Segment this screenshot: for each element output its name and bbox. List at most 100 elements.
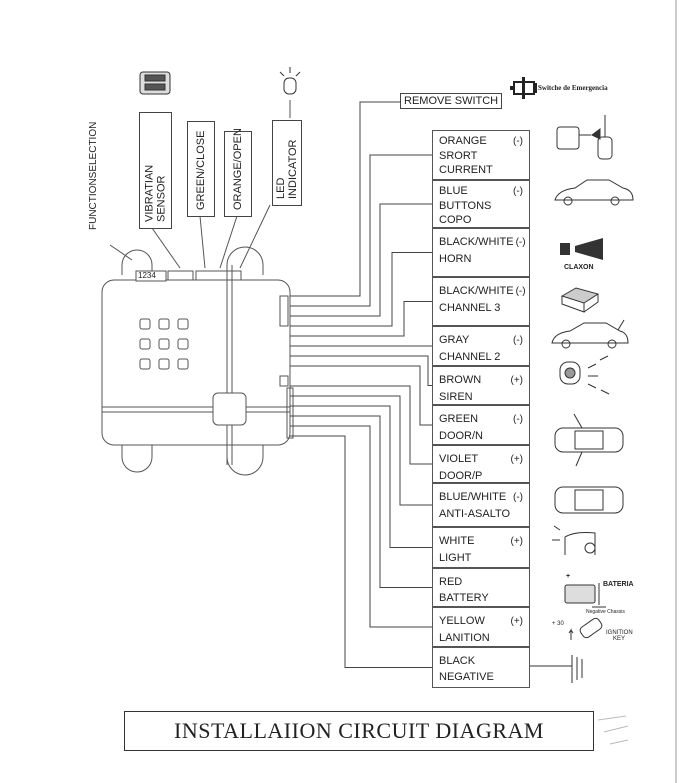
- scribble-marks: [597, 715, 629, 745]
- dip-switch-numbers: 1234: [138, 271, 156, 280]
- bateria-label: BATERIA: [603, 581, 634, 588]
- horn-icon: [560, 238, 603, 260]
- wire-function: NEGATIVE: [439, 671, 494, 683]
- ignition-coil-relay-icon: [556, 115, 613, 160]
- wire-label-first-row: BLUE (-): [439, 184, 527, 199]
- wire-label-box: RED BATTERY: [432, 568, 530, 607]
- wire-label-first-row: BLACK: [439, 653, 527, 669]
- wire-label-first-row: VIOLET(+): [439, 451, 527, 468]
- wire-label-first-row: BLUE/WHITE(-): [439, 489, 527, 506]
- wire-polarity: (+): [510, 454, 524, 465]
- wire-label-box: YELLOW(+)LANITION: [432, 607, 530, 647]
- vibration-sensor-label: VIBRATIAN SENSOR: [139, 112, 172, 229]
- indicator-square: [158, 318, 170, 330]
- wire-function: DOOR/P: [439, 470, 483, 482]
- wire-label-box: BLUE (-) BUTTONS COPO: [432, 180, 530, 228]
- ignition-key-label: IGNITION KEY: [606, 630, 633, 642]
- mount-tab-tl: [121, 249, 153, 275]
- wire-polarity: (-): [513, 492, 523, 503]
- module-center-block: [212, 392, 247, 426]
- diagram-title: INSTALLAIION CIRCUIT DIAGRAM: [124, 711, 594, 751]
- wire-color: BLACK: [439, 655, 476, 667]
- indicator-square: [177, 318, 189, 330]
- indicator-square: [139, 338, 151, 350]
- wire-function: ANTI-ASALTO: [439, 508, 511, 520]
- wire-label-box: BLUE/WHITE(-) ANTI-ASALTO: [432, 483, 530, 527]
- ground-symbol-icon: [530, 655, 583, 683]
- wire-color: BLUE: [439, 185, 468, 197]
- wire-polarity: (-): [513, 414, 523, 425]
- battery-plus-label: +: [566, 573, 571, 580]
- wire-polarity: (-): [515, 237, 526, 248]
- wire-line: [290, 301, 432, 337]
- wire-color: BROWN: [439, 374, 482, 386]
- remove-switch-label: REMOVE SWITCH: [400, 93, 503, 109]
- wire-function-2: COPO: [439, 214, 472, 226]
- wire-label-box: BLACK NEGATIVE: [432, 647, 530, 688]
- wire-function: CHANNEL 2: [439, 351, 501, 363]
- wire-function: BATTERY: [439, 592, 489, 604]
- car-top-icon: [554, 486, 624, 514]
- wire-label-first-row: RED: [439, 574, 527, 590]
- wire-label-box: GRAY(-) CHANNEL 2: [432, 326, 530, 366]
- ignition-key-icon: [568, 617, 603, 640]
- wire-label-box: GREEN(-)DOOR/N: [432, 405, 530, 445]
- car-trunk-icon: [551, 319, 629, 349]
- wire-label-box: BLACK/WHITE(-)CHANNEL 3: [432, 277, 530, 326]
- wire-color: BLACK/WHITE: [439, 236, 514, 248]
- wire-label-box: VIOLET(+) DOOR/P: [432, 445, 530, 483]
- led-bulb-icon: [279, 67, 301, 95]
- wire-line: [290, 385, 432, 465]
- indicator-square: [177, 358, 189, 370]
- wire-polarity: (+): [510, 536, 524, 547]
- wire-label-first-row: BLACK/WHITE(-): [439, 283, 527, 300]
- wire-line: [290, 252, 432, 327]
- claxon-label: CLAXON: [564, 264, 594, 271]
- wire-color: GRAY: [439, 334, 470, 346]
- wire-label-first-row: ORANGE(-): [439, 134, 527, 149]
- car-side-icon: [554, 179, 634, 206]
- wire-function: LANITION: [439, 632, 490, 644]
- wire-color: YELLOW: [439, 615, 485, 627]
- wire-color: BLACK/WHITE: [439, 285, 514, 297]
- emergency-switch-label: Switche de Emergencia: [538, 84, 608, 92]
- wire-function-2: CURRENT: [439, 164, 493, 176]
- top-leader-lines: [109, 100, 291, 269]
- wire-line: [290, 435, 432, 668]
- wire-label-box: BROWN(+)SIREN: [432, 366, 530, 405]
- wire-function: BUTTONS: [439, 200, 492, 212]
- wire-label-first-row: BROWN (+): [439, 372, 527, 389]
- led-indicator-label: LED INDICATOR: [272, 120, 302, 206]
- car-doors-open-icon: [554, 413, 624, 467]
- wire-line: [290, 203, 432, 317]
- siren-icon: [559, 355, 610, 395]
- mount-tab-br: [226, 445, 264, 476]
- mount-tab-tr: [226, 246, 264, 275]
- mount-tab-bl: [121, 445, 153, 473]
- green-close-label: GREEN/CLOSE: [187, 121, 215, 217]
- wire-label-first-row: GRAY(-): [439, 332, 527, 349]
- plus30-label: + 30: [552, 621, 564, 627]
- wire-line: [290, 405, 432, 548]
- wire-remove-switch: [290, 101, 400, 297]
- indicator-square: [177, 338, 189, 350]
- wire-lines: [290, 101, 432, 668]
- indicator-square: [158, 338, 170, 350]
- wire-label-first-row: GREEN(-): [439, 411, 527, 428]
- remote-icon: [139, 71, 171, 95]
- alarm-module: [101, 246, 294, 476]
- indicator-square: [139, 358, 151, 370]
- wire-polarity: (-): [513, 136, 523, 147]
- indicator-square: [139, 318, 151, 330]
- module-indicator-grid: [139, 318, 189, 370]
- wire-color: WHITE: [439, 535, 475, 547]
- wire-polarity: (-): [513, 186, 523, 197]
- wire-line: [290, 355, 432, 386]
- function-selection-label: FUNCTIONSELECTION: [88, 121, 99, 230]
- wire-polarity: (+): [510, 375, 524, 386]
- orange-open-label: ORANGE/OPEN: [224, 128, 252, 217]
- wire-function: LIGHT: [439, 552, 472, 564]
